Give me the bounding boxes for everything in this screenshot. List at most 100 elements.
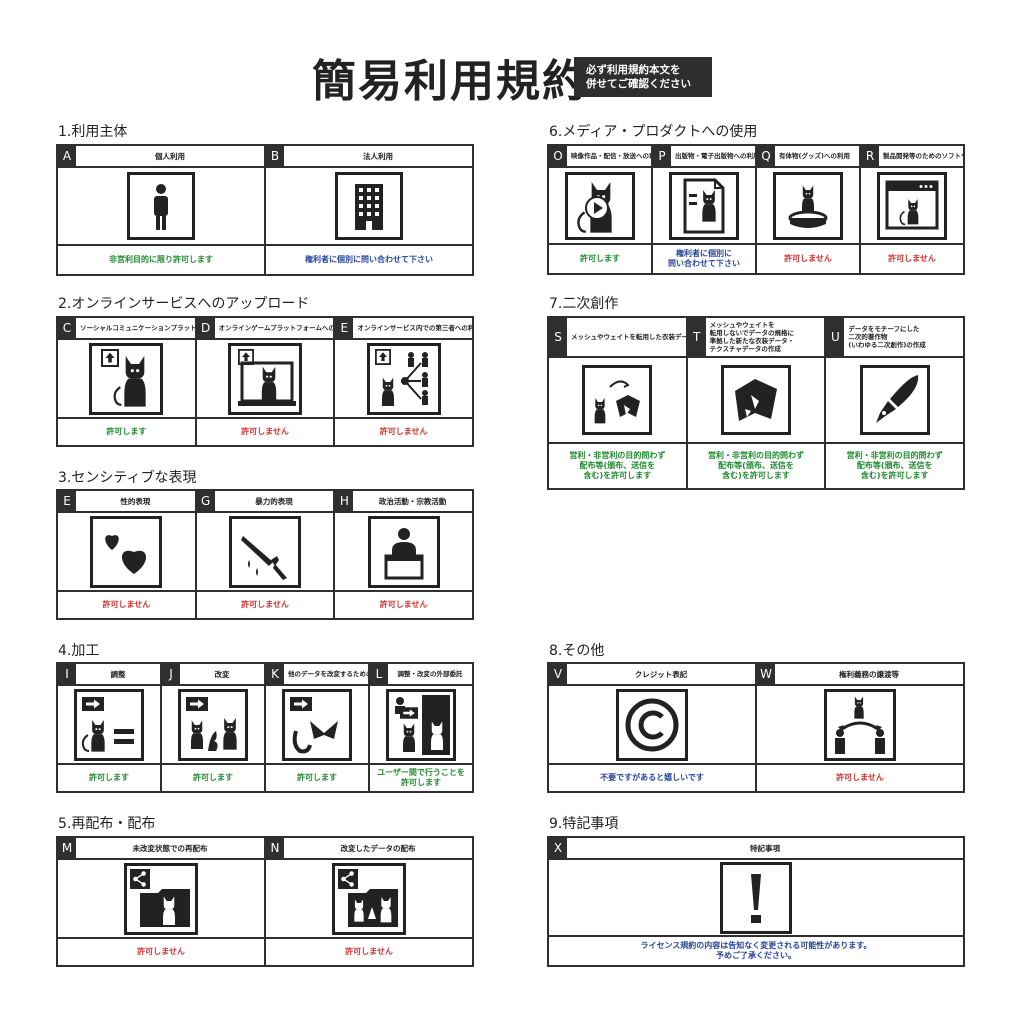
section-title-media-product: 6.メディア・プロダクトへの使用 — [549, 124, 758, 140]
item-clothing-transfer: Sメッシュやウェイトを転用した衣装データの作成 営利・非営利の目的問わず配布等(… — [549, 318, 688, 488]
section-processing: I調整 許可します J改変 許可します K他のデータを改変するための利用 — [56, 662, 474, 793]
item-letter: E — [58, 491, 76, 511]
modify-icon — [162, 686, 264, 765]
item-title: 個人利用 — [155, 151, 185, 161]
item-title: 法人利用 — [363, 151, 393, 161]
publication-icon — [653, 168, 755, 245]
knife-icon — [196, 513, 334, 592]
exclamation-icon — [549, 860, 963, 937]
item-status-line-3: 含む)を許可します — [583, 471, 652, 480]
item-letter: P — [653, 146, 671, 166]
item-status-line-2: 配布等(頒布、送信を — [856, 461, 933, 470]
item-title-line-1: オンラインゲームプラット — [218, 324, 297, 332]
item-status: 許可しません — [379, 427, 428, 436]
item-title-line-1: 映像作品・ — [571, 152, 604, 160]
hearts-icon — [58, 513, 195, 592]
item-title-line-1: メッシュやウェイトを — [571, 333, 636, 341]
item-title-line-1: 有体物(グッズ)への — [779, 152, 837, 160]
software-icon — [861, 168, 963, 245]
upload-cat-icon — [58, 340, 195, 419]
item-title: クレジット表記 — [634, 669, 688, 679]
item-status: 不要ですがあると嬉しいです — [600, 773, 704, 782]
convert-icon — [266, 686, 368, 765]
clothing-transfer-icon — [549, 358, 686, 444]
item-status-line-1: 権利者に個別に — [676, 249, 732, 258]
item-status: 許可します — [106, 427, 147, 436]
item-letter: I — [58, 664, 76, 684]
item-letter: R — [861, 146, 879, 166]
item-status-line-2: 予めご了承ください。 — [715, 951, 796, 960]
item-status: 許可します — [297, 773, 337, 782]
item-title-line-1: メッシュやウェイトを — [709, 321, 775, 329]
share-users-icon — [335, 340, 473, 419]
item-title-line-1: 出版物・ — [675, 152, 701, 160]
outsource-icon — [370, 686, 472, 765]
item-status: 非営利目的に限り許可します — [109, 255, 213, 264]
item-status: 権利者に個別に問い合わせて下さい — [305, 255, 433, 264]
section-title-other: 8.その他 — [549, 643, 605, 659]
item-status: 許可します — [580, 254, 620, 263]
item-title: 政治活動・宗教活動 — [378, 496, 447, 506]
item-letter: M — [58, 838, 76, 858]
item-letter: K — [266, 664, 284, 684]
item-title-line-2: 転用しないでデータの規格に — [709, 329, 794, 337]
building-icon — [266, 168, 472, 246]
item-letter: T — [687, 318, 706, 356]
figure-icon — [757, 168, 859, 245]
item-title-line-2: プラットフォームへのアップロード — [170, 324, 195, 332]
page-title: 簡易利用規約 — [312, 56, 588, 107]
pen-icon — [826, 358, 964, 444]
item-letter: O — [549, 146, 567, 166]
item-status-line-2: 配布等(頒布、送信を — [718, 461, 794, 470]
item-status-line-1: 営利・非営利の目的問わず — [708, 451, 804, 460]
item-status: 許可しません — [888, 254, 936, 263]
item-title-line-2: ソフトウェアへの組込み — [941, 152, 964, 160]
item-letter: B — [266, 146, 284, 166]
item-convert-other-data: K他のデータを改変するための利用 許可します — [266, 664, 370, 791]
item-status: 許可します — [193, 773, 233, 782]
notice-line-2: 併せてご確認ください — [586, 78, 691, 90]
distribute-modified-icon — [266, 860, 472, 939]
item-title: 改変したデータの配布 — [340, 843, 416, 853]
item-title: 調整 — [110, 669, 126, 679]
item-letter: V — [549, 664, 567, 684]
section-derivative: Sメッシュやウェイトを転用した衣装データの作成 営利・非営利の目的問わず配布等(… — [547, 316, 965, 490]
game-upload-icon — [196, 340, 334, 419]
item-letter: Q — [757, 146, 775, 166]
section-title-sensitive: 3.センシティブな表現 — [58, 470, 197, 486]
item-letter: G — [196, 491, 215, 511]
transfer-rights-icon — [757, 686, 963, 765]
item-status: 許可しません — [241, 600, 289, 609]
section-title-processing: 4.加工 — [58, 643, 100, 659]
item-title-line-2: 改変するための利用 — [327, 670, 368, 678]
item-title-line-3: 準拠した新たな衣装データ・ — [709, 337, 795, 345]
item-status: 許可しません — [102, 600, 151, 609]
item-status-line-2: 配布等(頒布、送信を — [579, 461, 656, 470]
section-title-usage-subject: 1.利用主体 — [58, 124, 128, 140]
section-title-derivative: 7.二次創作 — [549, 296, 619, 312]
item-status: 許可しません — [137, 947, 185, 956]
section-title-redistribution: 5.再配布・配布 — [58, 816, 156, 832]
item-title: 調整・改変の外部委託 — [397, 669, 463, 678]
adjust-icon — [58, 686, 160, 765]
item-title-line-1: ソーシャルコミュニケーション — [80, 324, 171, 332]
item-status: 許可しません — [241, 427, 289, 436]
item-title-line-1: データをモチーフにした — [848, 325, 920, 333]
item-letter: N — [266, 838, 284, 858]
item-letter: S — [549, 318, 567, 356]
terms-notice-badge: 必ず利用規約本文を 併せてご確認ください — [574, 57, 712, 97]
item-title-line-2: 配信・放送への利用 — [603, 152, 652, 160]
item-status-line-1: ユーザー間で行うことを — [377, 768, 465, 777]
clothing-icon — [687, 358, 825, 444]
item-social-upload: Cソーシャルコミュニケーションプラットフォームへのアップロード 許可します — [58, 318, 197, 445]
item-corporate-use: B 法人利用 権利者に個別に問い合わせて下さい — [266, 146, 472, 274]
podium-icon — [335, 513, 473, 592]
